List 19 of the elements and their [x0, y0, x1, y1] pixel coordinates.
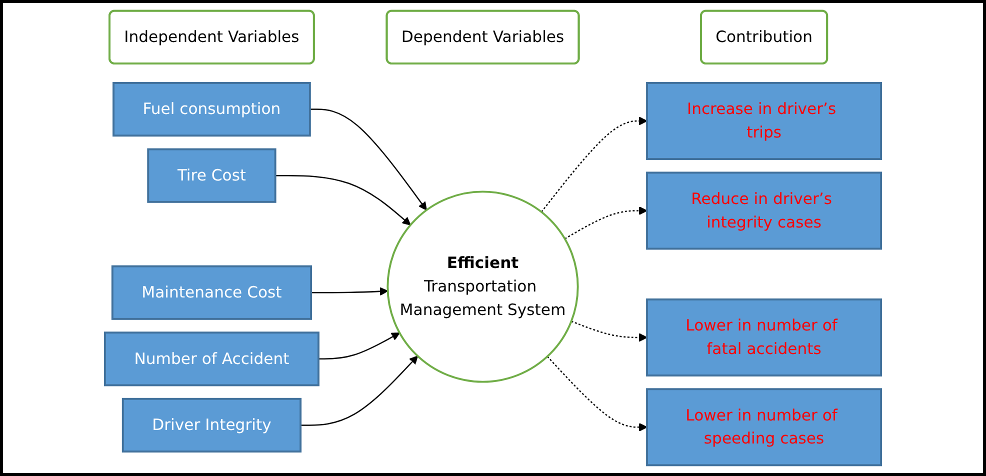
node-box: Lower in number of speeding cases [646, 388, 882, 466]
arrow [275, 174, 411, 226]
node-box: Reduce in driver’s integrity cases [646, 172, 882, 250]
node-circle: Efficient Transportation Management System [386, 190, 579, 383]
arrow [564, 206, 648, 240]
arrow [310, 108, 427, 210]
arrow [540, 116, 648, 212]
node-box: Driver Integrity [122, 398, 302, 453]
node-box: Increase in driver’s trips [646, 82, 882, 160]
arrow [546, 356, 648, 432]
node-box: Number of Accident [104, 332, 320, 386]
node-box: Lower in number of fatal accidents [646, 298, 882, 376]
arrow [318, 332, 400, 360]
arrow [571, 320, 648, 342]
node-box: Fuel consumption [112, 82, 311, 137]
node-box: Tire Cost [147, 148, 276, 203]
arrow [311, 287, 388, 296]
arrow [300, 356, 418, 426]
node-box: Maintenance Cost [111, 265, 312, 320]
